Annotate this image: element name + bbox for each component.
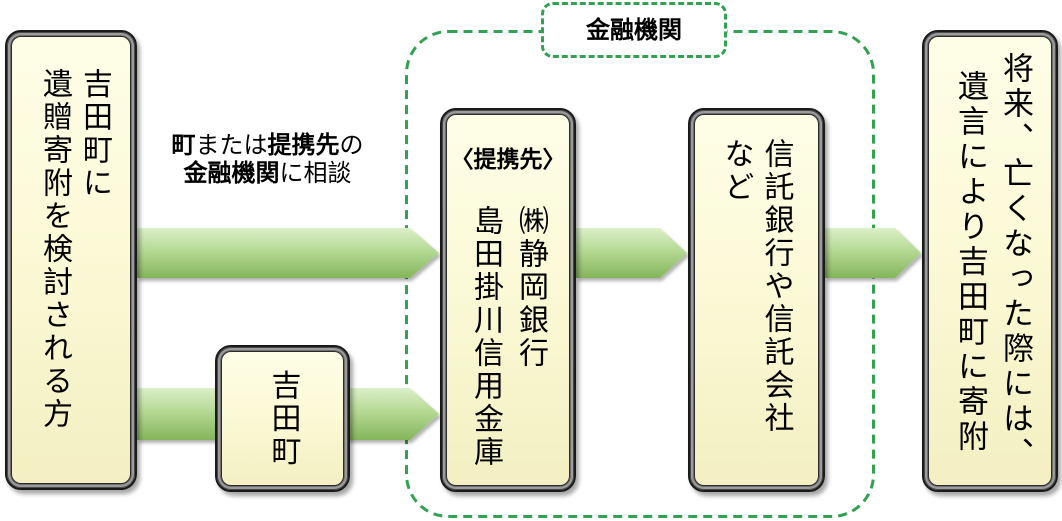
bequest-box-text: 将来、亡くなった際には、 遺言により吉田町に寄附 <box>947 42 1037 482</box>
trust-institution-line: 信託銀行や信託会社 <box>758 138 794 435</box>
town-box-label: 吉田町 <box>265 369 301 468</box>
partner-heading: 〈提携先〉 <box>450 147 566 173</box>
bequest-box: 将来、亡くなった際には、 遺言により吉田町に寄附 <box>922 30 1058 492</box>
bequest-box-line: 遺言により吉田町に寄附 <box>952 69 988 455</box>
partner-institution-box: 〈提携先〉 ㈱静岡銀行 島田掛川信用金庫 <box>440 108 576 492</box>
partner-institution-name: 島田掛川信用金庫 <box>468 205 503 469</box>
consult-label-line-2: 金融機関に相談 <box>150 159 385 187</box>
donor-box-text: 吉田町に 遺贈寄附を検討される方 <box>34 68 114 468</box>
arrow-trust-to-bequest <box>825 228 921 278</box>
partner-institution-names: ㈱静岡銀行 島田掛川信用金庫 <box>463 205 553 485</box>
arrow-partner-to-trust <box>576 228 687 278</box>
donor-box-line: 遺贈寄附を検討される方 <box>37 68 72 431</box>
partner-institution-name: ㈱静岡銀行 <box>513 205 548 370</box>
donor-box: 吉田町に 遺贈寄附を検討される方 <box>5 30 137 490</box>
town-box: 吉田町 <box>215 345 350 492</box>
consult-label-emphasis: 町 <box>171 131 196 159</box>
consult-label-emphasis: 金融機関 <box>183 159 280 187</box>
bequest-box-line: 将来、亡くなった際には、 <box>997 52 1033 472</box>
consult-label: 町または提携先の 金融機関に相談 <box>150 131 385 187</box>
consult-label-text: または <box>195 131 268 159</box>
arrow-donor-to-partner <box>137 228 439 278</box>
financial-institutions-title: 金融機関 <box>541 2 727 58</box>
trust-institution-box: 信託銀行や信託会社 など <box>688 108 825 492</box>
consult-label-line-1: 町または提携先の <box>150 131 385 159</box>
trust-institution-text: 信託銀行や信託会社 など <box>716 138 796 478</box>
consult-label-text: の <box>339 131 364 159</box>
consult-label-text: に相談 <box>279 159 352 187</box>
trust-institution-line: など <box>718 138 754 204</box>
donor-box-line: 吉田町に <box>77 68 112 200</box>
consult-label-emphasis: 提携先 <box>267 131 340 159</box>
